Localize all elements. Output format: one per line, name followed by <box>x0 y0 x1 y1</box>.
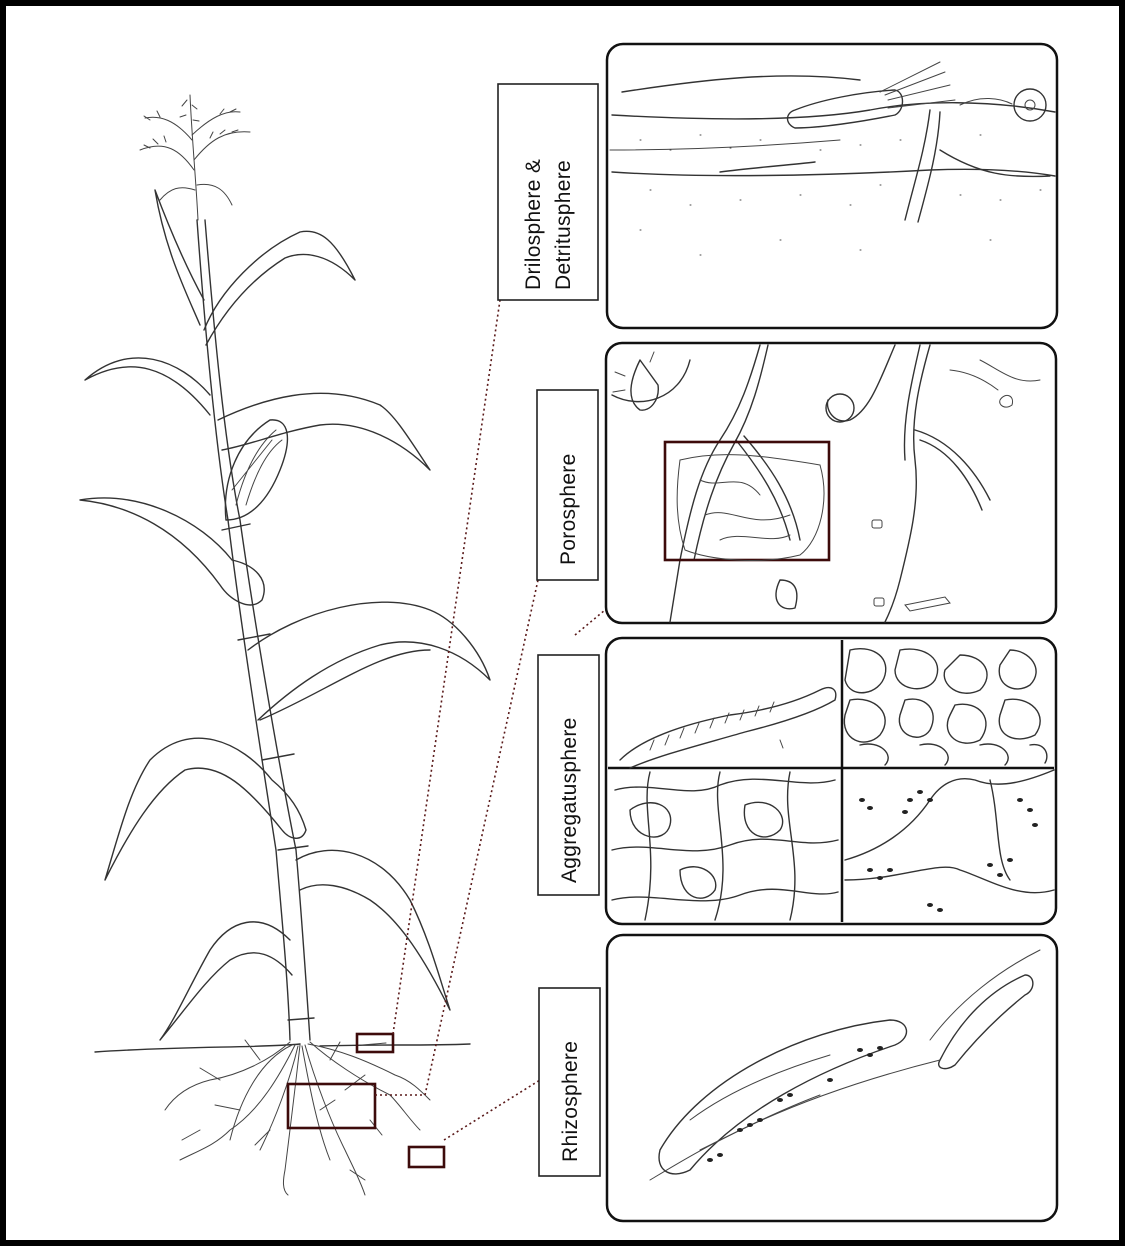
drilosphere-marker <box>357 1034 393 1052</box>
leaves <box>80 190 490 1040</box>
panel-porosphere <box>606 343 1056 623</box>
label-aggregatusphere: Aggregatusphere <box>538 655 599 895</box>
panel-rhizosphere <box>607 935 1057 1221</box>
label-drilosphere-line2: Detritusphere <box>552 160 575 290</box>
label-drilosphere-line1: Drilosphere & <box>522 159 545 290</box>
drilosphere-leader <box>393 300 500 1034</box>
label-drilosphere: Drilosphere & Detritusphere <box>498 84 598 300</box>
roots <box>165 1040 430 1195</box>
rhizosphere-leader <box>444 1080 540 1140</box>
maize-plant-illustration <box>80 95 490 1195</box>
label-porosphere-text: Porosphere <box>557 453 580 565</box>
label-rhizosphere-text: Rhizosphere <box>559 1041 582 1162</box>
stalk <box>197 220 290 1040</box>
label-aggregatusphere-text: Aggregatusphere <box>558 717 581 883</box>
panel-drilosphere <box>607 44 1057 328</box>
label-porosphere: Porosphere <box>537 390 598 580</box>
label-rhizosphere: Rhizosphere <box>539 988 600 1176</box>
rhizosphere-marker <box>409 1147 444 1167</box>
porosphere-leader <box>375 580 538 1095</box>
panel-aggregatusphere <box>606 638 1056 924</box>
